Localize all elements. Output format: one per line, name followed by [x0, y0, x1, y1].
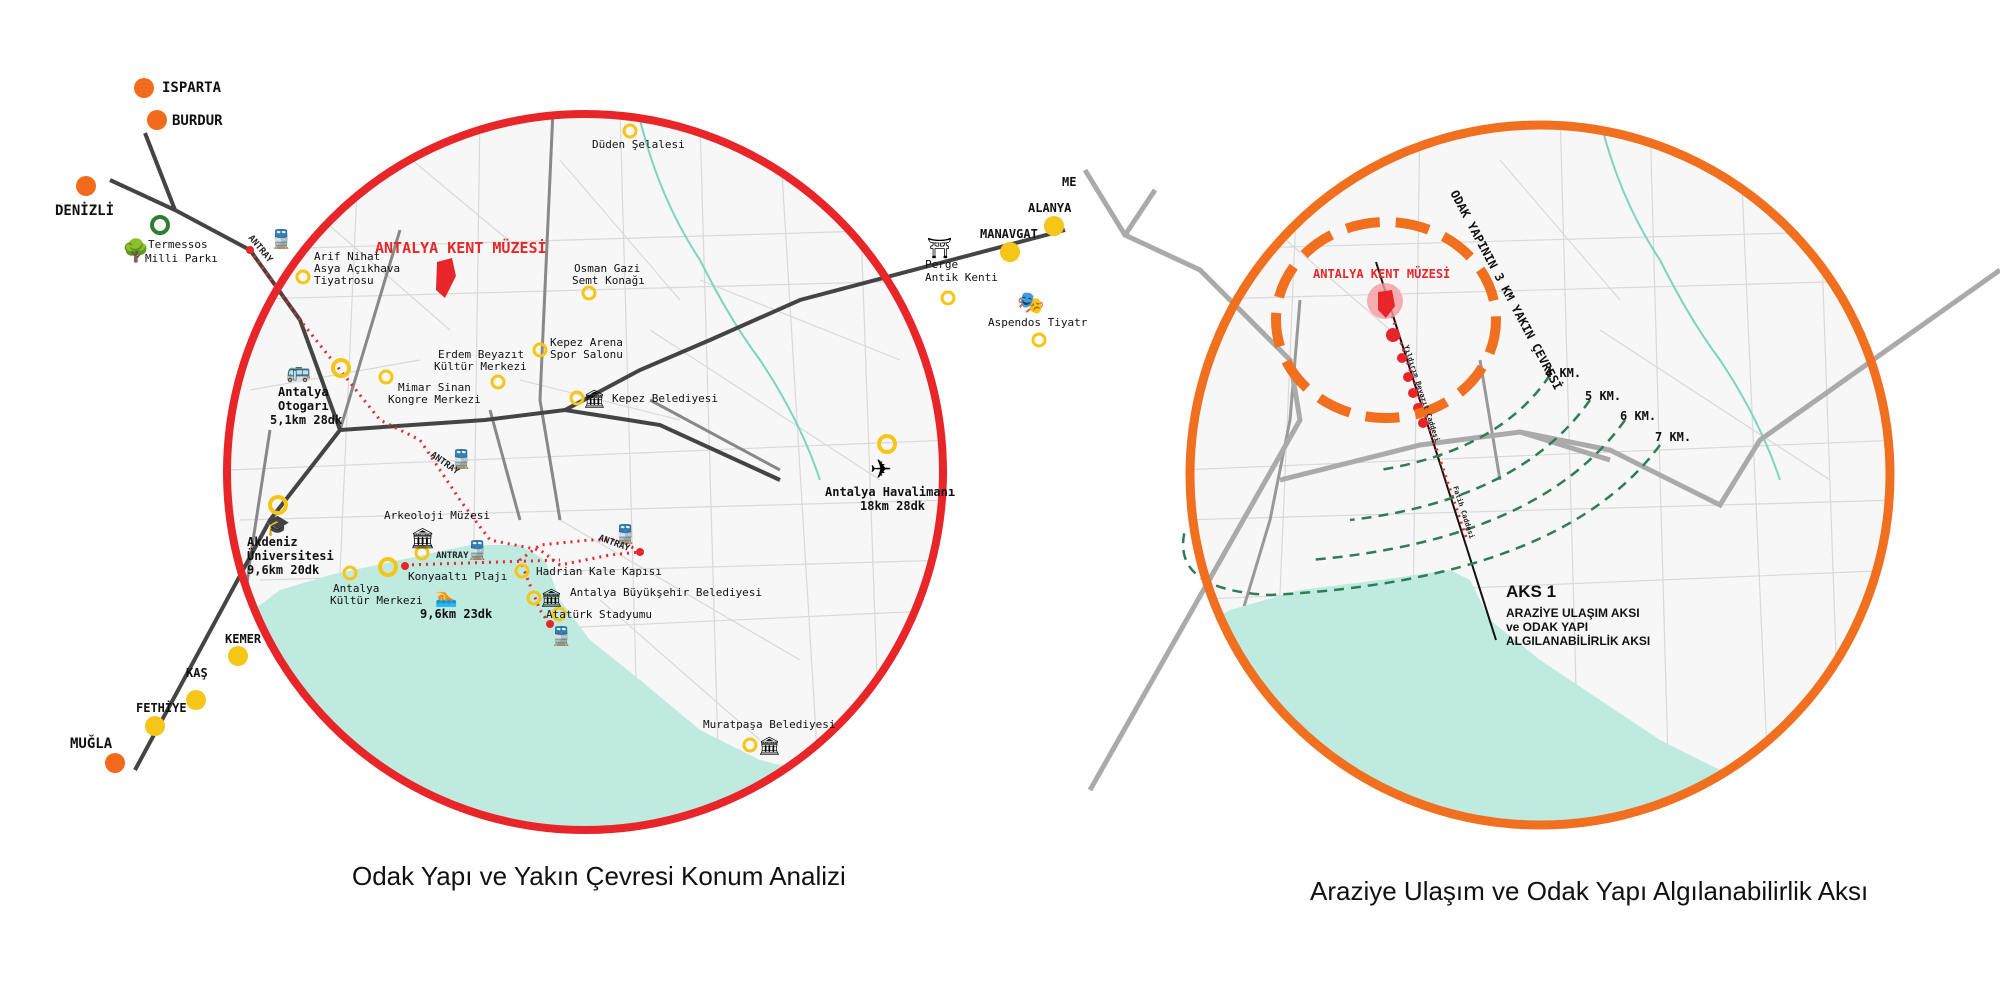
aks-line-2: ve ODAK YAPI — [1506, 620, 1588, 634]
radius-3km-ring — [1271, 217, 1501, 423]
museum-label-right: ANTALYA KENT MÜZESİ — [1313, 266, 1450, 281]
svg-text:5,1km 28dk: 5,1km 28dk — [270, 413, 343, 427]
svg-text:Hadrian Kale Kapısı: Hadrian Kale Kapısı — [536, 565, 662, 578]
svg-text:Üniversitesi: Üniversitesi — [247, 548, 334, 563]
termessos-marker — [150, 215, 170, 235]
train-icon: 🚆 — [550, 625, 572, 647]
svg-text:Perge: Perge — [925, 258, 958, 271]
ring-labels: 4 KM. 5 KM. 6 KM. 7 KM. — [1545, 366, 1691, 444]
svg-text:Mimar Sinan: Mimar Sinan — [398, 381, 471, 394]
svg-text:Kepez Arena: Kepez Arena — [550, 336, 623, 349]
svg-text:Otogarı: Otogarı — [278, 399, 329, 413]
city-alanya: ALANYA — [1028, 201, 1072, 215]
left-frame — [223, 110, 947, 834]
svg-text:5 KM.: 5 KM. — [1585, 389, 1621, 403]
poi-termessos-2: Milli Parkı — [145, 252, 218, 265]
svg-text:Antalya: Antalya — [278, 385, 329, 399]
city-isparta: ISPARTA — [162, 80, 222, 96]
svg-text:Antik Kenti: Antik Kenti — [925, 271, 998, 284]
poi-labels: Düden Şelalesi Arif Nihat Asya Açıkhava … — [247, 138, 1088, 731]
city-manavgat: MANAVGAT — [980, 227, 1038, 241]
city-kemer: KEMER — [225, 632, 262, 646]
arch-icon: ⛩ — [927, 236, 952, 260]
svg-text:18km 28dk: 18km 28dk — [860, 499, 926, 513]
right-frame — [1185, 120, 1895, 830]
svg-text:Atatürk Stadyumu: Atatürk Stadyumu — [546, 608, 652, 621]
svg-text:Düden Şelalesi: Düden Şelalesi — [592, 138, 685, 151]
train-icon: 🚆 — [614, 523, 636, 545]
svg-text:6 KM.: 6 KM. — [1620, 409, 1656, 423]
svg-text:Muratpaşa Belediyesi: Muratpaşa Belediyesi — [703, 718, 835, 731]
city-mugla: MUĞLA — [70, 734, 113, 752]
poi-termessos-1: Termessos — [148, 238, 208, 251]
graduation-cap-icon: 🎓 — [265, 513, 290, 537]
right-caption: Araziye Ulaşım ve Odak Yapı Algılanabili… — [1310, 876, 1868, 906]
svg-text:Akdeniz: Akdeniz — [247, 535, 298, 549]
airplane-icon: ✈ — [870, 455, 892, 485]
svg-text:Asya Açıkhava: Asya Açıkhava — [314, 262, 400, 275]
left-map: ANTALYA KENT MÜZESİ ISPARTA BURDUR DENİZ… — [55, 78, 1088, 891]
axis-dots — [1386, 328, 1428, 428]
svg-text:Erdem Beyazıt: Erdem Beyazıt — [438, 348, 524, 361]
svg-text:Semt Konağı: Semt Konağı — [572, 274, 645, 287]
aks-line-3: ALGILANABİLİRLİK AKSI — [1506, 633, 1650, 648]
highways — [109, 132, 1066, 771]
distance-rings — [1181, 374, 1662, 597]
map-icons: 🚆 🚆 🚆 🚆 🚆 🚌 ⛩ 🎭 ✈ 🎓 🏛 🏊 🏛 🏛 🏛 — [265, 228, 1044, 757]
train-icon: 🚆 — [270, 228, 292, 250]
city-burdur: BURDUR — [172, 113, 223, 129]
svg-text:4 KM.: 4 KM. — [1545, 366, 1581, 380]
train-icon: 🚆 — [466, 539, 488, 561]
svg-text:Arif Nihat: Arif Nihat — [314, 250, 380, 263]
bus-icon: 🚌 — [286, 359, 311, 383]
museum-marker — [436, 258, 456, 298]
svg-text:Kongre Merkezi: Kongre Merkezi — [388, 393, 481, 406]
svg-text:Konyaaltı Plajı: Konyaaltı Plajı — [408, 570, 507, 583]
swimmer-icon: 🏊 — [435, 587, 457, 608]
svg-text:Kepez Belediyesi: Kepez Belediyesi — [612, 392, 718, 405]
city-denizli: DENİZLİ — [55, 202, 114, 219]
city-me: ME — [1062, 175, 1076, 189]
svg-text:Spor Salonu: Spor Salonu — [550, 348, 623, 361]
museum-label: ANTALYA KENT MÜZESİ — [375, 238, 547, 257]
svg-text:7 KM.: 7 KM. — [1655, 430, 1691, 444]
right-map: 4 KM. 5 KM. 6 KM. 7 KM. ANTALYA KENT MÜZ… — [1082, 120, 2000, 906]
svg-text:Tiyatrosu: Tiyatrosu — [314, 274, 374, 287]
svg-text:Aspendos Tiyatr: Aspendos Tiyatr — [988, 316, 1088, 329]
municipality-icon: 🏛 — [758, 736, 781, 757]
svg-text:ANTRAY: ANTRAY — [436, 551, 469, 561]
aks-line-1: ARAZİYE ULAŞIM AKSI — [1506, 605, 1640, 620]
svg-text:9,6km 23dk: 9,6km 23dk — [420, 607, 493, 621]
city-markers: ISPARTA BURDUR DENİZLİ ALANYA MANAVGAT K… — [55, 78, 1076, 773]
svg-text:Kültür Merkezi: Kültür Merkezi — [330, 594, 423, 607]
svg-text:Arkeoloji Müzesi: Arkeoloji Müzesi — [384, 509, 490, 522]
poi-markers — [268, 123, 1047, 753]
left-caption: Odak Yapı ve Yakın Çevresi Konum Analizi — [352, 861, 846, 891]
svg-text:9,6km 20dk: 9,6km 20dk — [247, 563, 320, 577]
city-kas: KAŞ — [186, 666, 208, 680]
highways — [1082, 168, 2000, 792]
svg-text:Osman Gazi: Osman Gazi — [574, 262, 640, 275]
tree-icon: 🌳 — [122, 237, 149, 264]
svg-text:Kültür Merkezi: Kültür Merkezi — [434, 360, 527, 373]
svg-text:Antalya Büyükşehir Belediyesi: Antalya Büyükşehir Belediyesi — [570, 586, 762, 599]
city-fethiye: FETHİYE — [136, 700, 187, 715]
municipality-icon: 🏛 — [583, 389, 606, 410]
museum-building-icon: 🏛 — [410, 526, 435, 550]
svg-text:Antalya: Antalya — [333, 582, 379, 595]
aks-title: AKS 1 — [1506, 582, 1556, 601]
theater-masks-icon: 🎭 — [1017, 291, 1044, 316]
municipality-icon: 🏛 — [540, 588, 563, 609]
train-icon: 🚆 — [450, 448, 472, 470]
svg-text:Antalya Havalimanı: Antalya Havalimanı — [825, 485, 955, 499]
